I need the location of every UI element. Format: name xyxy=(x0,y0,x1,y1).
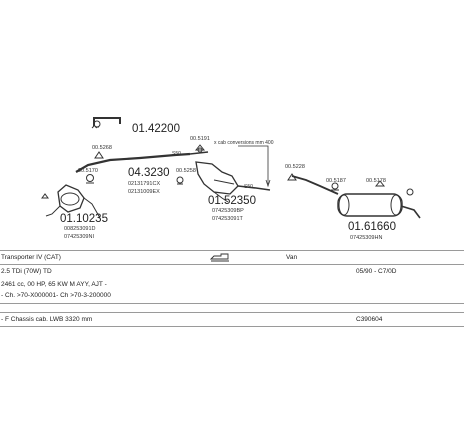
part-number: 00.5191 xyxy=(190,136,210,142)
middle-silencer-part xyxy=(195,161,271,203)
vehicle-model: Transporter IV (CAT) xyxy=(1,254,61,261)
chassis-row: - Ch. >70-X000001- Ch >70-3-200000 xyxy=(0,289,464,303)
oe-number: 07425309BP xyxy=(212,208,244,214)
fit-label: S50 xyxy=(172,151,181,157)
part-number: 01.42200 xyxy=(132,123,180,135)
clamp-icon xyxy=(41,193,49,199)
rear-silencer-part xyxy=(291,175,421,219)
oe-number: 07425309NI xyxy=(64,234,94,240)
note-arrow xyxy=(238,145,271,188)
oe-number: 008253091D xyxy=(64,226,96,232)
clamp-icon xyxy=(86,174,94,184)
years-text: 05/90 - C7/0D xyxy=(356,268,397,275)
oe-number: 074253091T xyxy=(212,216,244,222)
oe-number: 02131009EX xyxy=(128,189,160,195)
van-icon xyxy=(209,252,230,264)
variant-text: - F Chassis cab. LWB 3320 mm xyxy=(1,316,93,323)
vehicle-body: Van xyxy=(286,254,298,261)
clamp-icon xyxy=(287,173,297,181)
variant-row: - F Chassis cab. LWB 3320 mm C390604 xyxy=(0,312,464,327)
catalog-number: C390604 xyxy=(356,316,383,323)
spec-row: 2461 cc, 00 HP, 65 KW M AYY, AJT - xyxy=(0,278,464,292)
engine-row: 2.5 TDi (70W) TD 05/90 - C7/0D xyxy=(0,264,464,279)
part-number: 01.52350 xyxy=(208,195,256,207)
part-number: 01.10235 xyxy=(60,213,108,225)
clamp-icon xyxy=(374,180,386,187)
front-pipe-part xyxy=(75,151,209,173)
part-number: 00.5170 xyxy=(78,168,98,174)
divider xyxy=(0,303,464,304)
exhaust-diagram: 01.42200 00.5191 00.5268 00.5170 00.5258… xyxy=(41,117,421,241)
chassis-text: - Ch. >70-X000001- Ch >70-3-200000 xyxy=(1,292,111,299)
clamp-icon xyxy=(406,188,414,196)
part-number: 00.5187 xyxy=(326,178,346,184)
oe-number: 02131791CX xyxy=(128,181,160,187)
divider xyxy=(0,326,464,327)
part-number: 00.5228 xyxy=(285,164,305,170)
part-number: 04.3230 xyxy=(128,167,170,179)
part-number: 01.61660 xyxy=(348,221,396,233)
clamp-icon xyxy=(176,176,184,185)
clamp-icon xyxy=(94,151,104,159)
note-text: x cab conversions mm 400 xyxy=(214,140,274,146)
vehicle-row: Transporter IV (CAT) Van xyxy=(0,250,464,265)
spec-text: 2461 cc, 00 HP, 65 KW M AYY, AJT - xyxy=(1,281,107,288)
clamp-icon xyxy=(194,144,206,153)
clamp-icon xyxy=(93,120,101,128)
part-number: 00.5178 xyxy=(366,178,386,184)
oe-number: 07425309HN xyxy=(350,235,382,241)
part-number: 00.5268 xyxy=(92,145,112,151)
engine-text: 2.5 TDi (70W) TD xyxy=(1,268,52,275)
clamp-icon xyxy=(331,182,339,191)
catalytic-converter-part xyxy=(45,184,101,219)
fit-label: S50 xyxy=(244,184,253,190)
part-number: 00.5258 xyxy=(176,168,196,174)
